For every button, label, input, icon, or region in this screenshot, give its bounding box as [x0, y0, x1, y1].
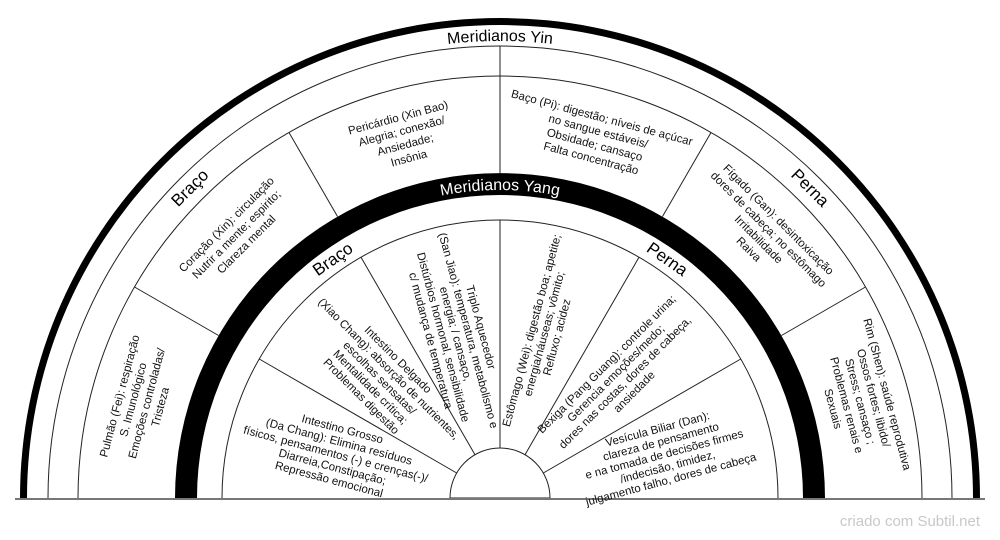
yin-segment-text: Baço (Pi): digestão; níveis de açúcarno … [499, 88, 694, 189]
yin-title: Meridianos Yin [446, 28, 553, 48]
yang-title-path: Meridianos Yang [439, 177, 561, 200]
yin-title-path: Meridianos Yin [446, 28, 553, 48]
yin-segment-text: Pericárdio (Xin Bao)Alegria; conexão/Ans… [347, 99, 461, 178]
yin-segment-divider [662, 132, 712, 217]
yang-segment-divider [258, 358, 457, 474]
yang-segment-divider [524, 256, 640, 455]
yin-segment-divider [134, 286, 219, 336]
yin-segment-text-line: Nutrir a mente; espirito; [190, 188, 283, 281]
center-hub [449, 447, 551, 499]
yin-group-label-braco: Braço [168, 166, 213, 211]
yin-group-label-perna: Perna [787, 165, 833, 211]
yin-group-label-perna-line: Perna [787, 165, 833, 211]
watermark: criado com Subtil.net [839, 513, 980, 530]
wheel-structure [15, 18, 985, 500]
yin-segment-divider [288, 132, 338, 217]
yin-segment-text-line: Baço (Pi): digestão; níveis de açúcar [510, 88, 694, 148]
yin-segment-divider [781, 286, 866, 336]
yang-segment-divider [360, 256, 476, 455]
yin-group-label-braco-line: Braço [168, 166, 213, 211]
yang-segment-divider [543, 358, 742, 474]
yin-segment-text: Pulmão (Fei): respiraçãoS. ImunológicoEm… [98, 334, 183, 470]
yang-title: Meridianos Yang [439, 177, 561, 200]
